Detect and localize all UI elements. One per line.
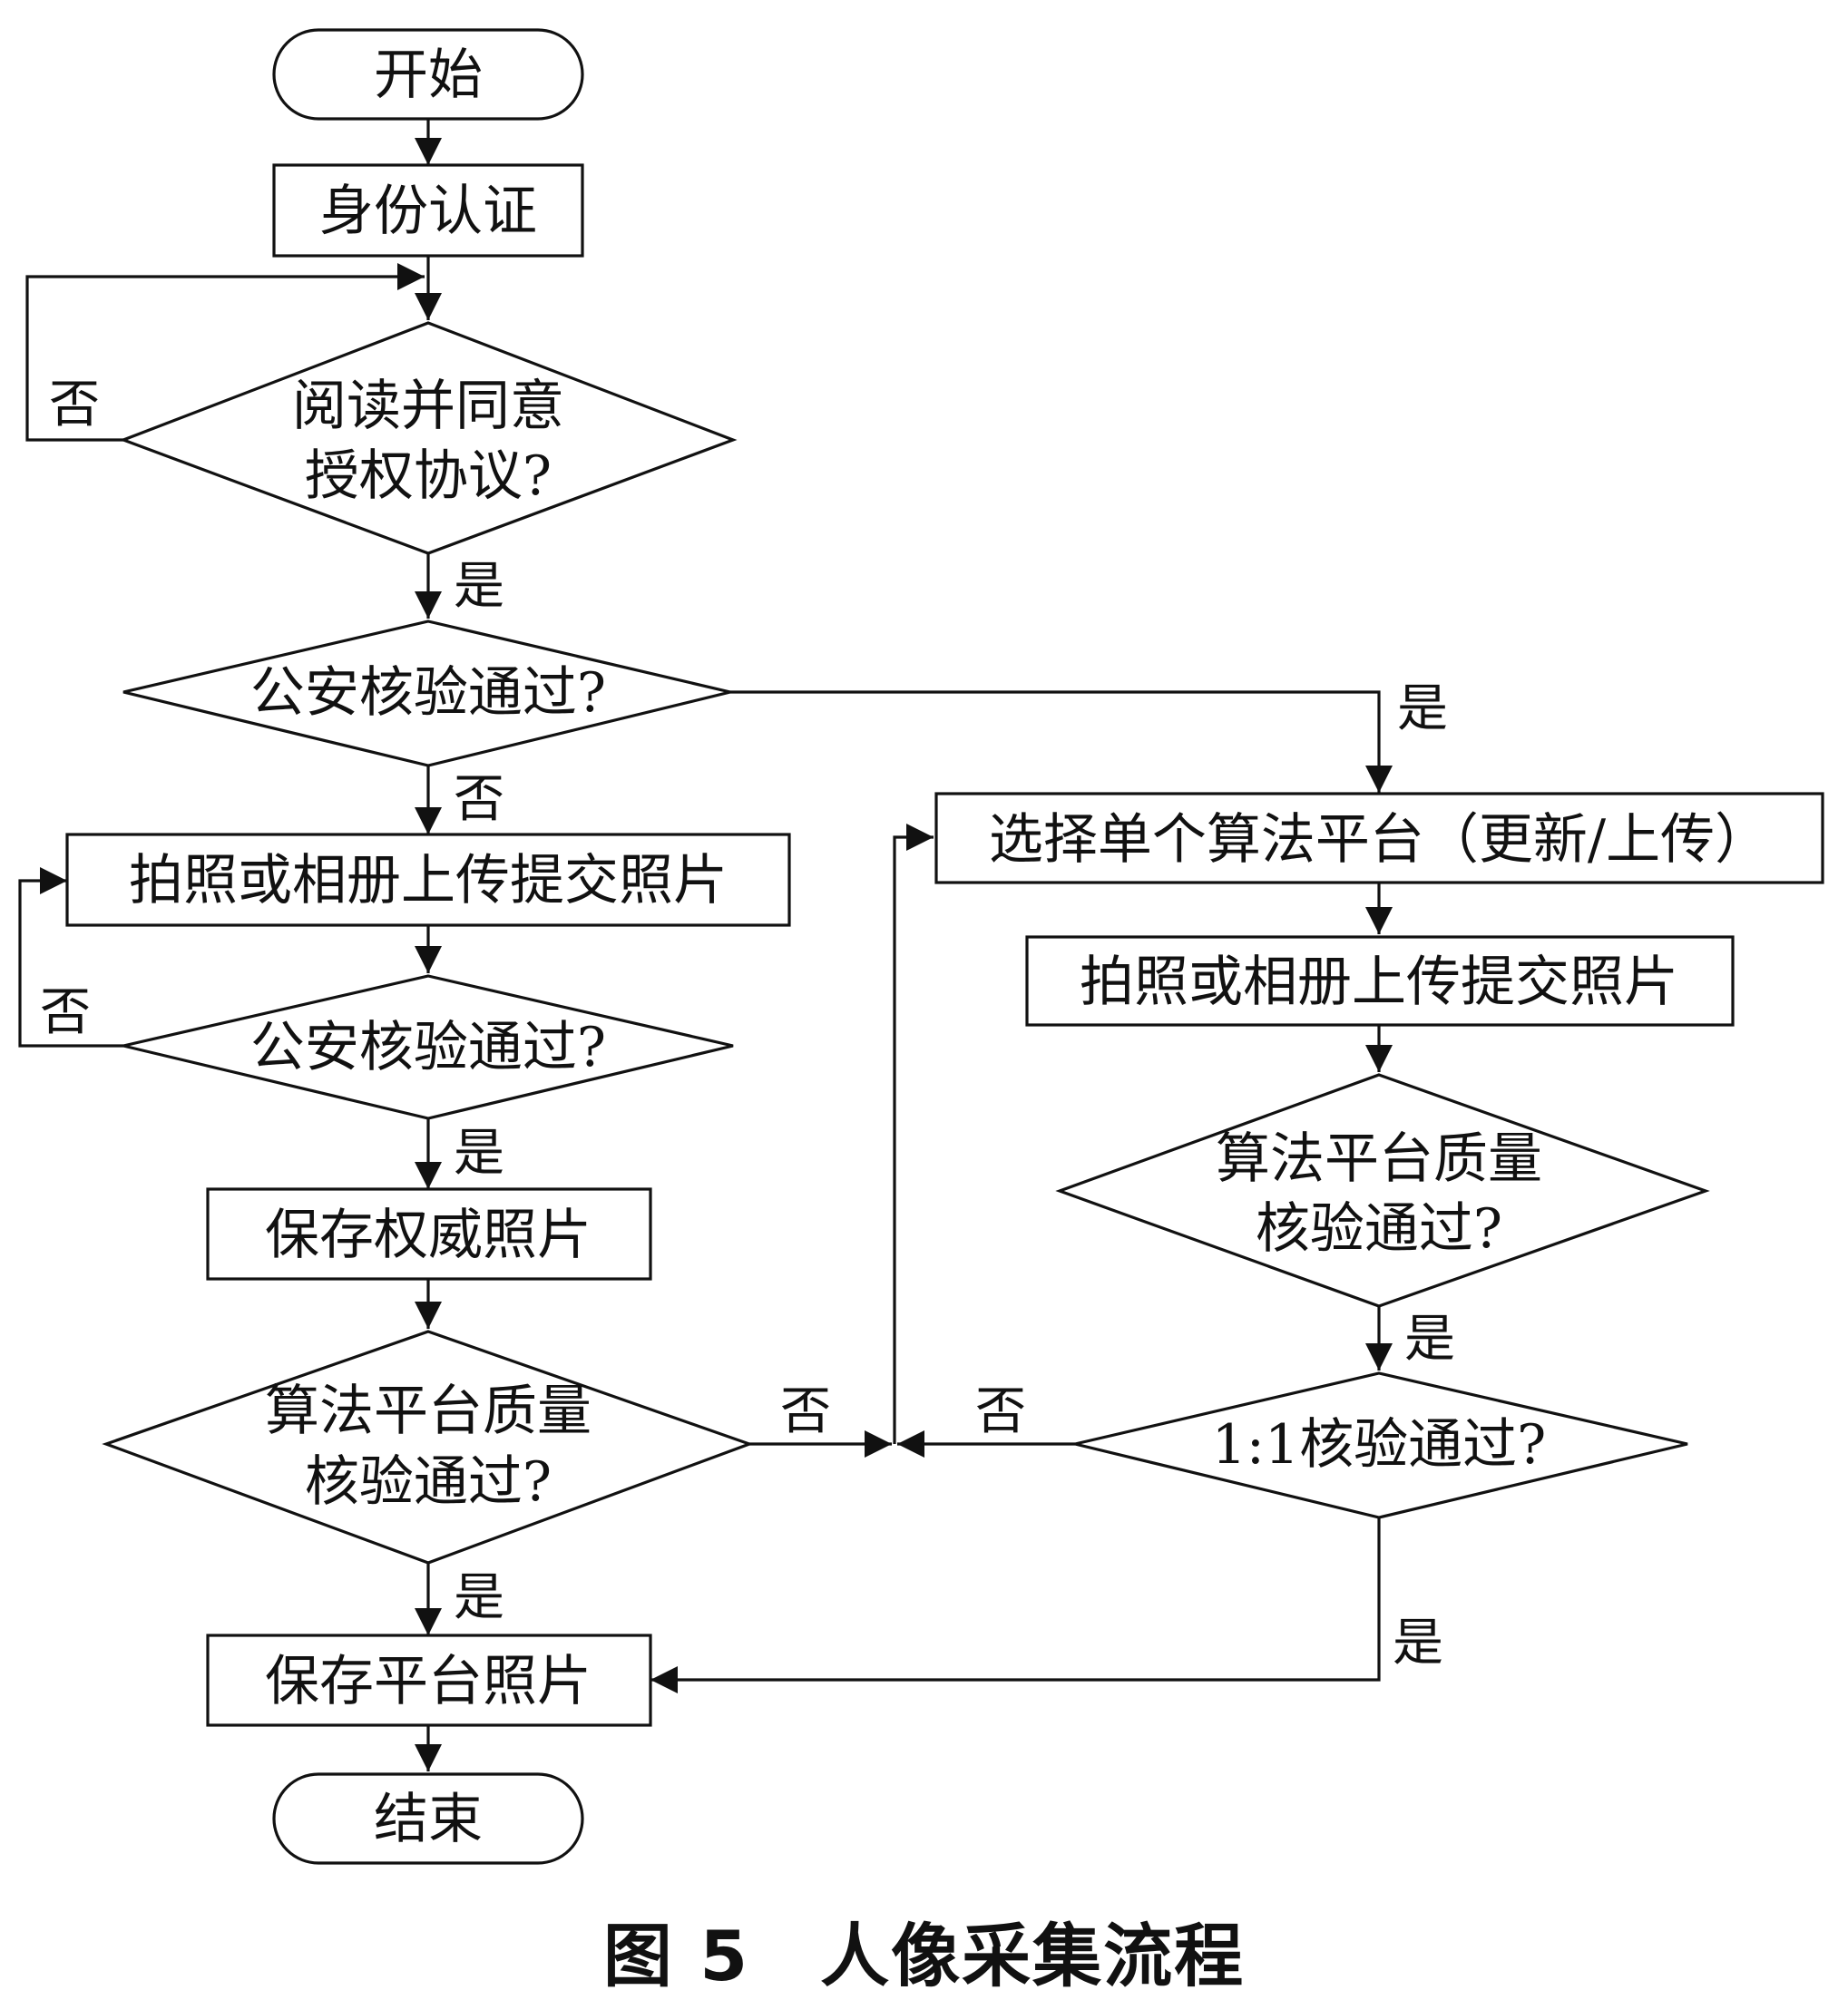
node-capture-right xyxy=(1025,935,1735,1027)
edges xyxy=(18,119,1393,1771)
label-police1-no: 否 xyxy=(454,770,504,829)
figure-caption: 图 5 人像采集流程 xyxy=(602,1916,1246,1996)
node-identity-auth-label: 身份认证 xyxy=(319,180,537,243)
node-one-to-one xyxy=(1074,1371,1688,1519)
edge-agree-no-loop xyxy=(25,263,425,442)
edge-police1-yes xyxy=(730,690,1393,793)
node-police-check-1 xyxy=(122,620,731,767)
edge-labels: 否 是 是 否 否 是 否 是 是 否 是 xyxy=(40,376,1455,1673)
node-read-agree xyxy=(119,321,738,555)
node-start xyxy=(272,28,584,121)
node-save-authority xyxy=(206,1187,652,1281)
node-save-platform-label: 保存平台照片 xyxy=(265,1650,592,1713)
node-quality-right xyxy=(1055,1073,1710,1308)
node-read-agree-label: 阅读并同意 xyxy=(292,375,564,438)
label-read-agree-yes: 是 xyxy=(454,557,504,616)
label-quality-right-yes: 是 xyxy=(1404,1310,1455,1369)
nodes: 开始 身份认证 阅读并同意 授权协议? 公安核验通过? 拍照或相册上传提交照片 … xyxy=(65,28,1824,1865)
node-capture-left xyxy=(65,833,791,927)
node-capture-right-label: 拍照或相册上传提交照片 xyxy=(1080,951,1678,1014)
node-quality-right-label: 算法平台质量 xyxy=(1216,1127,1542,1191)
label-police1-yes: 是 xyxy=(1397,679,1448,738)
edge-merge-up-to-select xyxy=(893,824,934,1444)
node-end xyxy=(272,1772,584,1865)
node-police-check-2 xyxy=(122,974,734,1120)
label-quality-left-no: 否 xyxy=(780,1382,831,1441)
node-capture-left-label: 拍照或相册上传提交照片 xyxy=(129,849,728,912)
node-save-authority-label: 保存权威照片 xyxy=(265,1204,592,1267)
node-select-platform xyxy=(934,792,1824,884)
node-end-label: 结束 xyxy=(374,1788,483,1851)
node-one-to-one-label: 1:1核验通过? xyxy=(1212,1413,1547,1477)
node-read-agree-label-2: 授权协议? xyxy=(305,444,552,508)
node-quality-left-label: 算法平台质量 xyxy=(265,1380,592,1443)
edge-police2-no-loop xyxy=(18,867,123,1048)
node-quality-right-label-2: 核验通过? xyxy=(1256,1197,1502,1261)
label-read-agree-no: 否 xyxy=(49,376,100,434)
node-quality-left xyxy=(102,1330,754,1565)
label-quality-left-yes: 是 xyxy=(454,1568,504,1627)
node-police-check-1-label: 公安核验通过? xyxy=(250,661,606,725)
edge-one-to-one-yes xyxy=(650,1517,1381,1693)
node-identity-auth xyxy=(272,163,584,258)
node-select-platform-label: 选择单个算法平台（更新/上传） xyxy=(989,808,1769,872)
node-quality-left-label-2: 核验通过? xyxy=(305,1450,552,1514)
node-police-check-2-label: 公安核验通过? xyxy=(250,1016,606,1079)
label-one-to-one-no: 否 xyxy=(975,1382,1026,1441)
label-police2-no: 否 xyxy=(40,983,91,1042)
label-police2-yes: 是 xyxy=(454,1124,504,1183)
node-start-label: 开始 xyxy=(374,44,483,107)
label-one-to-one-yes: 是 xyxy=(1393,1614,1443,1673)
node-save-platform xyxy=(206,1634,652,1727)
